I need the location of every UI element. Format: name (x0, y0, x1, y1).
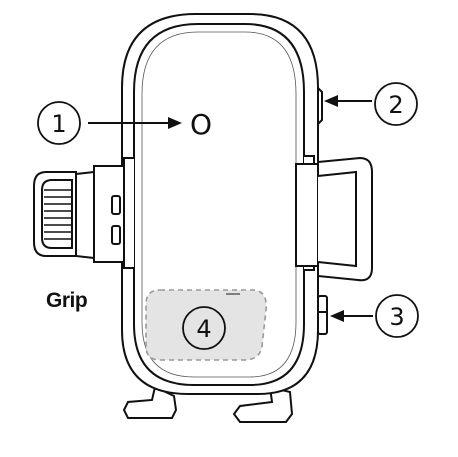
callout-2-number: 2 (388, 91, 403, 119)
callout-3-circle (375, 294, 419, 338)
side-button-top (317, 87, 323, 125)
left-clamp-arm (33, 157, 134, 269)
left-arm-inner (75, 170, 95, 260)
sensor-mark: O (190, 108, 212, 141)
callout-4-number: 4 (196, 315, 211, 343)
base-feet (122, 385, 294, 423)
callout-1-number: 1 (51, 110, 66, 138)
left-foot (122, 385, 178, 419)
right-grip-pad-inner (317, 170, 357, 268)
left-arm-slot-1 (111, 195, 121, 215)
wireless-charging-zone (145, 289, 268, 361)
callout-3-arrowhead (330, 310, 344, 322)
left-arm-bracket (123, 157, 134, 269)
right-arm-body (295, 163, 319, 267)
side-button-bottom (317, 295, 328, 335)
front-bevel (141, 31, 297, 378)
callout-1-arrowhead (168, 117, 182, 129)
callout-2-arrowhead (324, 95, 338, 107)
grip-ridges (44, 189, 72, 240)
callout-3-number: 3 (389, 303, 404, 331)
callout-4-circle (182, 306, 226, 350)
right-clamp-arm (295, 155, 373, 282)
callout-2-circle (374, 82, 418, 126)
callout-1-circle (37, 101, 81, 145)
grip-label: Grip (46, 289, 87, 312)
right-foot (232, 385, 294, 423)
left-arm-slot-2 (111, 225, 121, 245)
